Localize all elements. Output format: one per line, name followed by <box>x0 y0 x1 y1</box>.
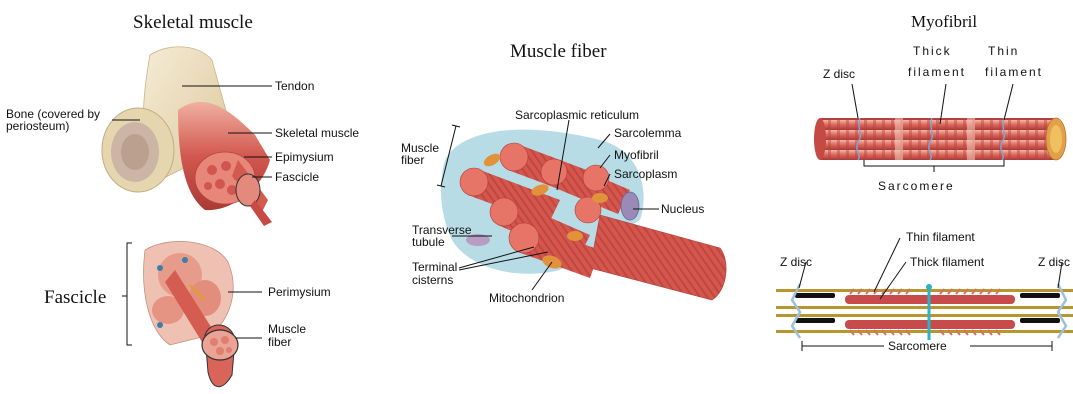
label-sarcolemma: Sarcolemma <box>614 126 682 140</box>
label-epimysium: Epimysium <box>275 150 334 164</box>
label-myofibril-sarcomere: Sarcomere <box>878 179 955 193</box>
fascicle-bracket <box>127 243 132 345</box>
myofibril-title: Myofibril <box>911 12 977 31</box>
label-myofibril: Myofibril <box>614 148 659 162</box>
label-sarcomere-detail: Sarcomere <box>888 339 947 353</box>
label-myofibril-z-disc: Z disc <box>823 67 855 81</box>
label-fascicle: Fascicle <box>275 170 319 184</box>
label-perimysium: Perimysium <box>268 285 331 299</box>
myofibril-sarcomere-bracket <box>864 160 1004 166</box>
label-z-disc-left: Z disc <box>780 255 812 269</box>
myofibril-panel: Myofibril Z disc Thick filament Thin fil… <box>814 12 1066 193</box>
label-muscle-fiber-line1: Muscle <box>268 322 306 336</box>
label-sarcoplasm: Sarcoplasm <box>614 167 677 181</box>
label-bone-line2: periosteum) <box>6 119 69 133</box>
label-z-disc-right: Z disc <box>1038 255 1070 269</box>
bone-tendon-illustration <box>102 47 272 226</box>
skeletal-muscle-title: Skeletal muscle <box>133 12 253 33</box>
label-thick-line1: Thick <box>913 44 952 58</box>
fascicle-illustration <box>144 241 238 386</box>
fascicle-panel: Fascicle Perimysium Muscle fiber <box>44 241 331 386</box>
label-terminal-line1: Terminal <box>412 260 457 274</box>
label-tendon: Tendon <box>275 79 314 93</box>
label-nucleus: Nucleus <box>661 202 704 216</box>
label-thin-line2: filament <box>985 65 1043 79</box>
label-fiber-muscle-line2: fiber <box>401 153 424 167</box>
label-thin-filament: Thin filament <box>906 230 975 244</box>
label-thick-line2: filament <box>908 65 966 79</box>
label-skeletal-muscle: Skeletal muscle <box>275 126 359 140</box>
fascicle-title: Fascicle <box>44 287 106 308</box>
label-thin-line1: Thin <box>988 44 1019 58</box>
label-thick-filament: Thick filament <box>910 255 985 269</box>
label-terminal-line2: cisterns <box>412 273 453 287</box>
muscle-fiber-title: Muscle fiber <box>510 41 607 62</box>
label-sarcoplasmic-reticulum: Sarcoplasmic reticulum <box>515 108 639 122</box>
skeletal-muscle-panel: Skeletal muscle Tendon Bone (covered <box>6 12 359 226</box>
sarcomere-panel: Thin filament Thick filament Z disc Z di… <box>776 230 1073 353</box>
muscle-fiber-panel: Muscle fiber <box>401 41 726 305</box>
myofibril-cylinder <box>814 118 1066 160</box>
label-mitochondrion: Mitochondrion <box>489 291 564 305</box>
label-muscle-fiber-line2: fiber <box>268 335 291 349</box>
sarcomere-illustration <box>776 284 1073 340</box>
label-transverse-line2: tubule <box>412 235 445 249</box>
